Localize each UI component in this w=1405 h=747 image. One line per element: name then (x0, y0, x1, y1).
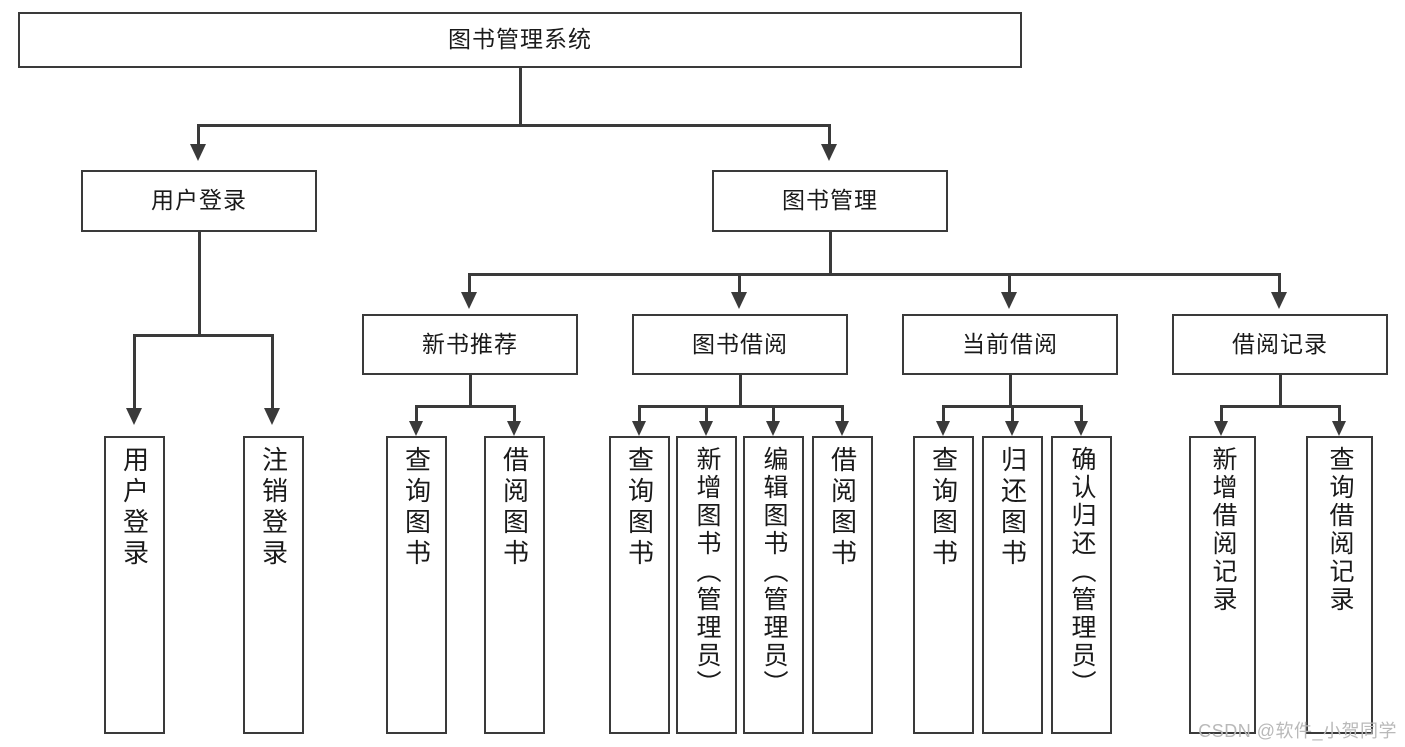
node-leaf-query-record[interactable]: 查询借阅记录 (1306, 436, 1373, 734)
edge-root-stem (519, 68, 522, 126)
node-user-login[interactable]: 用户登录 (81, 170, 317, 232)
csdn-watermark: CSDN @软件_小贺同学 (1198, 721, 1397, 741)
edge-bb-bus (638, 405, 844, 408)
edge-bm-drop-1 (468, 273, 471, 295)
node-leaf-query-record-label: 查询借阅记录 (1326, 446, 1354, 614)
node-leaf-confirm-return[interactable]: 确认归还（管理员） (1051, 436, 1112, 734)
edge-nbr-bus (415, 405, 516, 408)
edge-root-to-user-login-drop (197, 124, 200, 146)
edge-br-drop-1 (1220, 405, 1223, 423)
arrow-root-to-user-login (190, 144, 206, 161)
arrow-root-to-book-manage (821, 144, 837, 161)
node-leaf-query-book-b[interactable]: 查询图书 (609, 436, 670, 734)
edge-bb-drop-4 (841, 405, 844, 423)
edge-root-to-book-manage-drop (828, 124, 831, 146)
node-leaf-add-book-label: 新增图书（管理员） (693, 446, 721, 698)
node-leaf-edit-book-label: 编辑图书（管理员） (760, 446, 788, 698)
edge-user-login-stem (198, 232, 201, 337)
arrow-bm-to-new-book-rec (461, 292, 477, 309)
edge-br-drop-2 (1338, 405, 1341, 423)
edge-book-manage-stem (829, 232, 832, 276)
node-leaf-logout[interactable]: 注销登录 (243, 436, 304, 734)
node-leaf-borrow-book-b-label: 借阅图书 (827, 446, 858, 570)
edge-bb-stem (739, 375, 742, 407)
arrow-user-login-leaf-1 (126, 408, 142, 425)
node-leaf-return-book[interactable]: 归还图书 (982, 436, 1043, 734)
node-leaf-add-record[interactable]: 新增借阅记录 (1189, 436, 1256, 734)
edge-book-manage-bus (468, 273, 1280, 276)
arrow-nbr-leaf-1 (409, 421, 423, 436)
node-borrow-record[interactable]: 借阅记录 (1172, 314, 1388, 375)
node-root[interactable]: 图书管理系统 (18, 12, 1022, 68)
node-root-label: 图书管理系统 (448, 26, 592, 53)
node-leaf-query-book-rec[interactable]: 查询图书 (386, 436, 447, 734)
edge-nbr-drop-2 (513, 405, 516, 423)
arrow-cb-leaf-1 (936, 421, 950, 436)
node-leaf-borrow-book-b[interactable]: 借阅图书 (812, 436, 873, 734)
arrow-br-leaf-1 (1214, 421, 1228, 436)
arrow-nbr-leaf-2 (507, 421, 521, 436)
edge-nbr-drop-1 (415, 405, 418, 423)
edge-root-bus (197, 124, 831, 127)
edge-cb-drop-1 (942, 405, 945, 423)
edge-user-login-bus (133, 334, 273, 337)
node-leaf-user-login[interactable]: 用户登录 (104, 436, 165, 734)
edge-cb-drop-3 (1080, 405, 1083, 423)
node-book-manage-label: 图书管理 (782, 187, 878, 214)
node-current-borrow[interactable]: 当前借阅 (902, 314, 1118, 375)
edge-cb-stem (1009, 375, 1012, 407)
node-leaf-query-book-c-label: 查询图书 (928, 446, 959, 570)
node-leaf-add-record-label: 新增借阅记录 (1209, 446, 1237, 614)
node-user-login-label: 用户登录 (151, 187, 247, 214)
edge-bb-drop-3 (772, 405, 775, 423)
node-leaf-borrow-book-rec-label: 借阅图书 (499, 446, 530, 570)
edge-user-login-drop-1 (133, 334, 136, 410)
node-new-book-rec-label: 新书推荐 (422, 330, 518, 357)
node-borrow-record-label: 借阅记录 (1232, 330, 1328, 357)
edge-bm-drop-4 (1278, 273, 1281, 295)
arrow-bb-leaf-3 (766, 421, 780, 436)
edge-user-login-drop-2 (271, 334, 274, 410)
arrow-br-leaf-2 (1332, 421, 1346, 436)
arrow-bb-leaf-4 (835, 421, 849, 436)
arrow-bm-to-book-borrow (731, 292, 747, 309)
arrow-cb-leaf-2 (1005, 421, 1019, 436)
arrow-user-login-leaf-2 (264, 408, 280, 425)
arrow-cb-leaf-3 (1074, 421, 1088, 436)
node-book-borrow-label: 图书借阅 (692, 330, 788, 357)
node-book-manage[interactable]: 图书管理 (712, 170, 948, 232)
node-book-borrow[interactable]: 图书借阅 (632, 314, 848, 375)
node-leaf-query-book-b-label: 查询图书 (624, 446, 655, 570)
node-new-book-rec[interactable]: 新书推荐 (362, 314, 578, 375)
node-leaf-query-book-c[interactable]: 查询图书 (913, 436, 974, 734)
node-current-borrow-label: 当前借阅 (962, 330, 1058, 357)
arrow-bb-leaf-2 (699, 421, 713, 436)
node-leaf-user-login-label: 用户登录 (119, 446, 150, 570)
node-leaf-add-book[interactable]: 新增图书（管理员） (676, 436, 737, 734)
edge-bm-drop-3 (1008, 273, 1011, 295)
edge-br-bus (1220, 405, 1341, 408)
edge-nbr-stem (469, 375, 472, 407)
node-leaf-query-book-rec-label: 查询图书 (401, 446, 432, 570)
edge-bm-drop-2 (738, 273, 741, 295)
node-leaf-edit-book[interactable]: 编辑图书（管理员） (743, 436, 804, 734)
node-leaf-borrow-book-rec[interactable]: 借阅图书 (484, 436, 545, 734)
arrow-bb-leaf-1 (632, 421, 646, 436)
edge-bb-drop-2 (705, 405, 708, 423)
edge-bb-drop-1 (638, 405, 641, 423)
arrow-bm-to-borrow-record (1271, 292, 1287, 309)
edge-br-stem (1279, 375, 1282, 407)
edge-cb-drop-2 (1011, 405, 1014, 423)
node-leaf-return-book-label: 归还图书 (997, 446, 1028, 570)
node-leaf-logout-label: 注销登录 (258, 446, 289, 570)
arrow-bm-to-current-borrow (1001, 292, 1017, 309)
node-leaf-confirm-return-label: 确认归还（管理员） (1068, 446, 1096, 698)
